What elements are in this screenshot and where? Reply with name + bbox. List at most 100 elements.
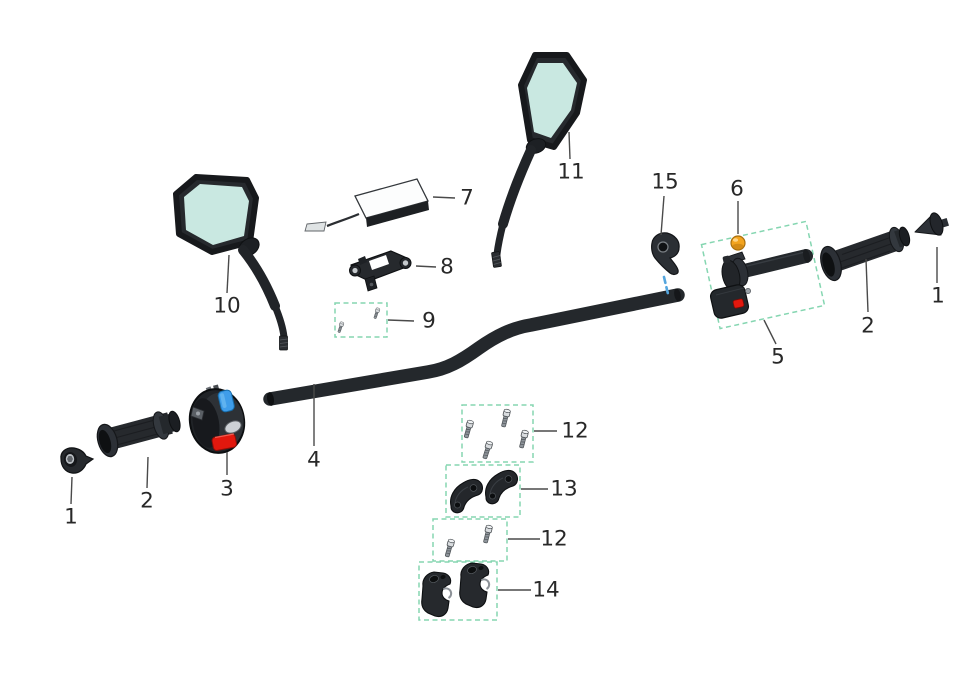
bracket-tab — [358, 256, 367, 265]
cap-nut — [730, 235, 746, 251]
alignment-dashes — [662, 275, 670, 296]
leader-line — [387, 319, 415, 322]
callout-riser-clamps: 14 — [532, 578, 559, 603]
bolt-set-upper — [461, 404, 534, 463]
right-bar-end — [914, 212, 949, 236]
bracket-hole — [352, 267, 358, 274]
callout-cap-nut: 6 — [730, 177, 744, 202]
callout-bar-end-left: 1 — [64, 505, 78, 530]
screw — [481, 524, 494, 544]
handlebar-end-right — [674, 288, 681, 302]
mirror-arm-lower — [493, 220, 507, 258]
blue-button-highlight — [220, 393, 227, 408]
group-box-13 — [445, 464, 521, 518]
screw — [443, 538, 456, 558]
sensor-cable — [326, 212, 360, 228]
left-bar-end — [60, 447, 95, 474]
grip-opening — [98, 429, 112, 454]
cable-guide — [651, 232, 680, 296]
hex-socket — [67, 456, 73, 462]
riser-hole — [429, 575, 439, 583]
leader-line — [432, 196, 456, 199]
riser-hole — [440, 574, 446, 580]
clamp-cap — [450, 478, 483, 514]
bolt-set-lower — [432, 518, 508, 562]
callout-switch-cluster: 3 — [220, 477, 234, 502]
screw — [372, 307, 381, 320]
callout-mount-bracket: 8 — [440, 255, 454, 280]
callout-sensor-unit: 7 — [460, 186, 474, 211]
right-mirror — [491, 52, 587, 268]
flange-lug — [722, 255, 731, 264]
bracket-cutout — [369, 255, 389, 270]
leader-line — [568, 131, 571, 160]
clamp-hole — [454, 501, 461, 509]
cap-nut-highlight — [732, 238, 739, 242]
clamp-caps — [445, 464, 521, 518]
pod-facet — [715, 287, 745, 296]
leader-line — [146, 456, 149, 489]
leader-lines — [70, 131, 938, 591]
cap-nut-shade — [732, 243, 744, 250]
cable-connector — [304, 221, 327, 232]
bracket-foot-hole — [369, 282, 374, 287]
clamp-hole — [504, 475, 513, 483]
callout-cable-guide: 15 — [651, 170, 678, 195]
mirror-glass — [527, 63, 577, 138]
sensor-side-face — [366, 201, 429, 227]
grip-body — [830, 230, 901, 272]
leader-line — [763, 319, 777, 345]
left-grip — [96, 410, 181, 458]
left-mirror — [173, 174, 288, 351]
riser-clamps — [418, 561, 498, 621]
leader-line — [226, 254, 230, 294]
leader-line — [70, 476, 73, 505]
mirror-arm — [498, 145, 536, 229]
switch-cluster — [188, 384, 246, 454]
callout-grip-right: 2 — [861, 314, 875, 339]
silver-button — [224, 420, 242, 434]
bar-end-disc — [929, 212, 944, 236]
riser-hole — [467, 566, 477, 574]
callout-mirror-left: 10 — [213, 294, 240, 319]
handlebar — [263, 288, 685, 406]
cable-guide-body — [651, 232, 680, 276]
callout-bar-end-right: 1 — [931, 284, 945, 309]
bracket-hole — [402, 260, 409, 266]
screw — [517, 429, 530, 449]
mirror-glass — [184, 184, 249, 245]
pod-screw — [745, 288, 751, 294]
callout-labels: 1 2 3 4 9 10 7 8 11 15 6 5 2 1 12 13 12 … — [64, 160, 945, 603]
mirror-arm-lower — [271, 302, 288, 341]
group-box-12a — [461, 404, 534, 463]
riser-notch — [481, 578, 491, 590]
throttle-assembly — [700, 220, 826, 330]
mirror-thread-tip — [491, 251, 502, 268]
group-box-12b — [432, 518, 508, 562]
callout-bolt-set-lower: 12 — [540, 527, 567, 552]
callout-grip-left: 2 — [140, 489, 154, 514]
grip-end-cap — [168, 410, 181, 433]
riser-block — [459, 562, 490, 609]
clamp-hole — [469, 484, 478, 492]
handlebar-tube — [263, 288, 685, 406]
leader-line — [660, 195, 665, 236]
cable-guide-ring — [657, 241, 669, 253]
screw — [336, 321, 345, 334]
mount-bracket — [349, 250, 412, 292]
riser-block — [421, 571, 452, 618]
leader-line — [865, 258, 869, 313]
sensor-unit — [304, 178, 429, 232]
callout-handlebar: 4 — [307, 448, 321, 473]
callout-mirror-right: 11 — [557, 160, 584, 185]
switch-pod — [709, 284, 750, 319]
leader-line — [415, 265, 437, 268]
screw — [481, 440, 494, 460]
group-box-9 — [334, 302, 388, 338]
lever-pin — [196, 411, 200, 416]
clamp-hole — [489, 492, 496, 500]
red-button-highlight — [214, 433, 235, 439]
riser-hole — [478, 565, 484, 571]
